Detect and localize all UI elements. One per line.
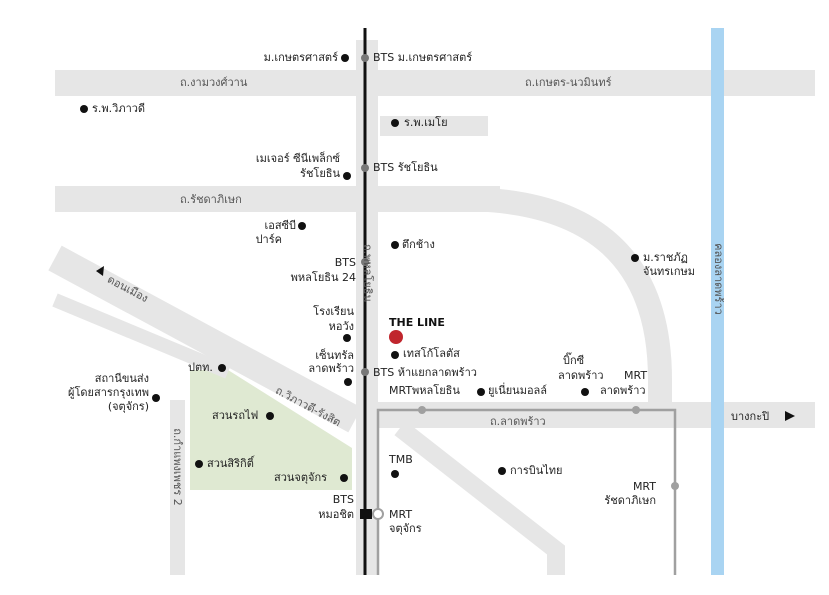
place-major-line1: เมเจอร์ ซีนีเพล็กซ์ — [255, 152, 340, 165]
road-label-kamphaeng-phet-2: ถ.กำแพงเพชร 2 — [170, 428, 184, 506]
station-mrt-phahon: MRTพหลโยธิน — [389, 384, 460, 397]
place-rajabhat-dot — [631, 254, 639, 262]
place-terminal-dot — [152, 394, 160, 402]
don-mueang-arrow-icon — [96, 266, 104, 276]
station-mrt-ratchada-line2: รัชดาภิเษก — [604, 494, 656, 507]
place-elephant-dot — [391, 241, 399, 249]
mrt-line — [376, 408, 677, 575]
road-mayo-branch — [380, 116, 488, 136]
place-railway-park-dot — [266, 412, 274, 420]
place-sirikit-park-dot — [195, 460, 203, 468]
place-sirikit-park: สวนสิริกิติ์ — [207, 457, 254, 470]
station-mrt-ladprao-line1: MRT — [624, 369, 648, 382]
place-scb-line2: ปาร์ค — [255, 233, 282, 246]
station-mrt-chatuchak-line1: MRT — [389, 508, 413, 521]
place-major-line2: รัชโยธิน — [300, 167, 340, 180]
place-terminal-line3: (จตุจักร) — [107, 400, 149, 413]
mrt-ladprao-station — [632, 406, 640, 414]
place-school-line2: หอวัง — [328, 320, 354, 333]
mrt-phahon-station — [418, 406, 426, 414]
place-kaset-univ: ม.เกษตรศาสตร์ — [263, 51, 338, 64]
place-terminal-line1: สถานีขนส่ง — [94, 372, 149, 385]
road-label-phahonyothin: ถ.พหลโยธิน — [361, 244, 374, 302]
bts-mochit-station — [360, 509, 372, 519]
chatuchak-park-area — [190, 370, 352, 490]
road-ratchadaphisek — [55, 186, 500, 212]
place-chatuchak-park-dot — [340, 474, 348, 482]
station-mrt-chatuchak-line2: จตุจักร — [389, 522, 422, 535]
project-label: THE LINE — [389, 316, 445, 329]
station-bts-kaset: BTS ม.เกษตรศาสตร์ — [373, 51, 473, 64]
place-union-mall: ยูเนี่ยนมอลล์ — [488, 384, 548, 397]
place-bigc-line2: ลาดพร้าว — [558, 369, 604, 382]
place-school-dot — [343, 334, 351, 342]
road-label-ngamwongwan: ถ.งามวงศ์วาน — [180, 76, 248, 89]
station-bts-ratchayothin: BTS รัชโยธิน — [373, 161, 438, 174]
road-label-ladprao: ถ.ลาดพร้าว — [490, 415, 546, 428]
road-kamphaeng-phet-2 — [170, 400, 185, 575]
place-bigc-line1: บิ๊กซี — [563, 354, 585, 367]
canal-ladprao — [711, 28, 724, 575]
road-vibhavadi — [48, 245, 362, 433]
direction-label-bang-kapi: บางกะปิ — [731, 410, 770, 423]
place-school-line1: โรงเรียน — [313, 305, 354, 318]
place-tmb-dot — [391, 470, 399, 478]
bts-ratchayothin-station — [361, 164, 369, 172]
place-tmb: TMB — [389, 453, 413, 466]
station-bts-phahon24-line2: พหลโยธิน 24 — [290, 271, 356, 284]
road-label-kaset-nawamin: ถ.เกษตร-นวมินทร์ — [525, 76, 612, 89]
road-ngamwongwan — [55, 70, 815, 96]
place-post-dot — [218, 364, 226, 372]
place-mayo-hosp: ร.พ.เมโย — [404, 116, 448, 129]
road-ratchadaphisek-curve — [459, 187, 672, 402]
place-kaset-univ-dot — [341, 54, 349, 62]
place-union-mall-dot — [477, 388, 485, 396]
place-thai-airways-dot — [498, 467, 506, 475]
road-vibhavadi-parallel — [52, 293, 231, 379]
road-lower-diagonal — [394, 420, 565, 575]
place-mayo-hosp-dot — [391, 119, 399, 127]
road-label-ratchadaphisek: ถ.รัชดาภิเษก — [180, 193, 242, 206]
the-line-marker — [389, 330, 403, 344]
place-tesco-dot — [391, 351, 399, 359]
place-bigc-dot — [581, 388, 589, 396]
place-rajabhat-line1: ม.ราชภัฏ — [643, 251, 688, 264]
station-bts-mochit-line2: หมอชิต — [318, 508, 354, 521]
road-phahonyothin — [356, 40, 378, 575]
place-major-dot — [343, 172, 351, 180]
place-thai-airways: การบินไทย — [510, 464, 563, 477]
station-bts-phahon24-line1: BTS — [334, 256, 356, 269]
place-central-line1: เซ็นทรัล — [315, 349, 354, 362]
station-bts-hayaek: BTS ห้าแยกลาดพร้าว — [373, 366, 477, 379]
road-ladprao — [378, 402, 815, 428]
mrt-ratchada-station — [671, 482, 679, 490]
place-terminal-line2: ผู้โดยสารกรุงเทพ — [68, 386, 149, 399]
place-scb-line1: เอสซีบี — [264, 219, 296, 232]
place-vibharam-hosp-dot — [80, 105, 88, 113]
place-central-line2: ลาดพร้าว — [308, 362, 354, 375]
station-bts-mochit-line1: BTS — [332, 493, 354, 506]
place-railway-park: สวนรถไฟ — [212, 409, 259, 422]
place-vibharam-hosp: ร.พ.วิภาวดี — [92, 102, 146, 115]
place-rajabhat-line2: จันทรเกษม — [643, 265, 696, 278]
bts-hayaek-station — [361, 368, 369, 376]
station-mrt-ladprao-line2: ลาดพร้าว — [600, 384, 646, 397]
bts-phahon24-station — [361, 258, 369, 266]
place-tesco: เทสโก้โลตัส — [403, 347, 460, 360]
canal-label: คลองลาดพร้าว — [711, 243, 725, 315]
place-central-dot — [344, 378, 352, 386]
place-elephant: ตึกช้าง — [402, 238, 435, 251]
bts-kaset-station — [361, 54, 369, 62]
place-chatuchak-park: สวนจตุจักร — [274, 471, 328, 484]
place-post: ปตท. — [188, 361, 213, 374]
bang-kapi-arrow-icon — [785, 411, 795, 421]
place-scb-dot — [298, 222, 306, 230]
station-mrt-ratchada-line1: MRT — [632, 480, 656, 493]
mrt-chatuchak-station — [372, 508, 384, 520]
